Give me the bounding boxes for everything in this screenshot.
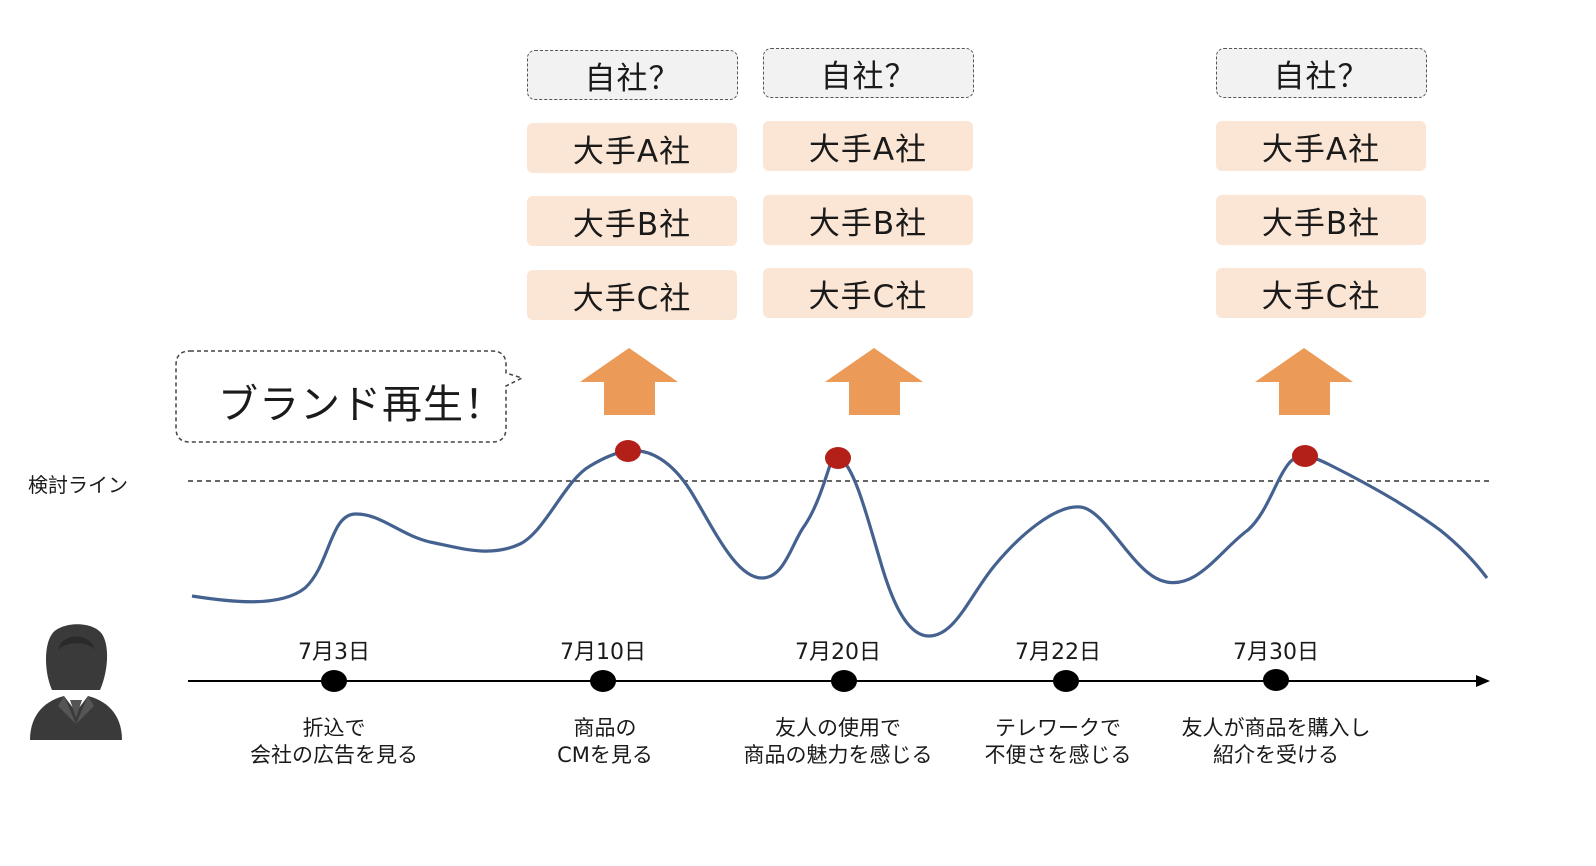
event-label-line: 商品の (573, 716, 637, 740)
event-label-line: CMを見る (557, 743, 653, 767)
timeline-date: 7月20日 (795, 640, 881, 665)
company-box-c: 大手C社 (763, 268, 973, 318)
event-label-line: テレワークで (995, 716, 1121, 740)
speech-bubble (175, 350, 524, 443)
timeline-dot (1053, 670, 1079, 692)
peak-dot (1292, 445, 1318, 467)
arrow-up-icon (580, 348, 678, 415)
company-box-a: 大手A社 (527, 123, 737, 173)
event-label-line: 紹介を受ける (1213, 743, 1339, 767)
company-box-a: 大手A社 (1216, 121, 1426, 171)
event-label-line: 会社の広告を見る (250, 743, 418, 767)
event-label-line: 折込で (302, 716, 366, 740)
bubble-text: ブランド再生！ (218, 382, 505, 428)
company-box-c: 大手C社 (1216, 268, 1426, 318)
arrow-up-icon (825, 348, 923, 415)
event-label-line: 友人の使用で (775, 716, 901, 740)
timeline-date: 7月22日 (1015, 640, 1101, 665)
company-box-a: 大手A社 (763, 121, 973, 171)
company-box-b: 大手B社 (527, 196, 737, 246)
company-box-c: 大手C社 (527, 270, 737, 320)
company-box-b: 大手B社 (1216, 195, 1426, 245)
awareness-curve (191, 449, 1489, 638)
event-label: 友人が商品を購入し 紹介を受ける (1164, 715, 1388, 769)
event-label: 商品の CMを見る (505, 715, 705, 769)
timeline-arrowhead (1476, 675, 1490, 687)
timeline-dot (1263, 669, 1289, 691)
person-silhouette-icon (30, 624, 122, 740)
timeline-date: 7月10日 (560, 640, 646, 665)
event-label: テレワークで 不便さを感じる (958, 715, 1158, 769)
arrow-up-icon (1255, 348, 1353, 415)
timeline-date: 7月3日 (298, 640, 370, 665)
timeline-dot (590, 670, 616, 692)
company-box-b: 大手B社 (763, 195, 973, 245)
self-company-box: 自社？ (1216, 48, 1427, 98)
timeline-date: 7月30日 (1233, 640, 1319, 665)
timeline-dot (321, 670, 347, 692)
peak-dot (825, 447, 851, 469)
event-label-line: 友人が商品を購入し (1181, 716, 1371, 740)
self-company-box: 自社？ (763, 48, 974, 98)
peak-dot (615, 440, 641, 462)
self-company-box: 自社？ (527, 50, 738, 100)
timeline-dot (831, 670, 857, 692)
threshold-label: 検討ライン (28, 473, 128, 497)
event-label: 折込で 会社の広告を見る (234, 715, 434, 769)
event-label-line: 不便さを感じる (984, 743, 1132, 767)
event-label: 友人の使用で 商品の魅力を感じる (728, 715, 948, 769)
event-label-line: 商品の魅力を感じる (743, 743, 933, 767)
